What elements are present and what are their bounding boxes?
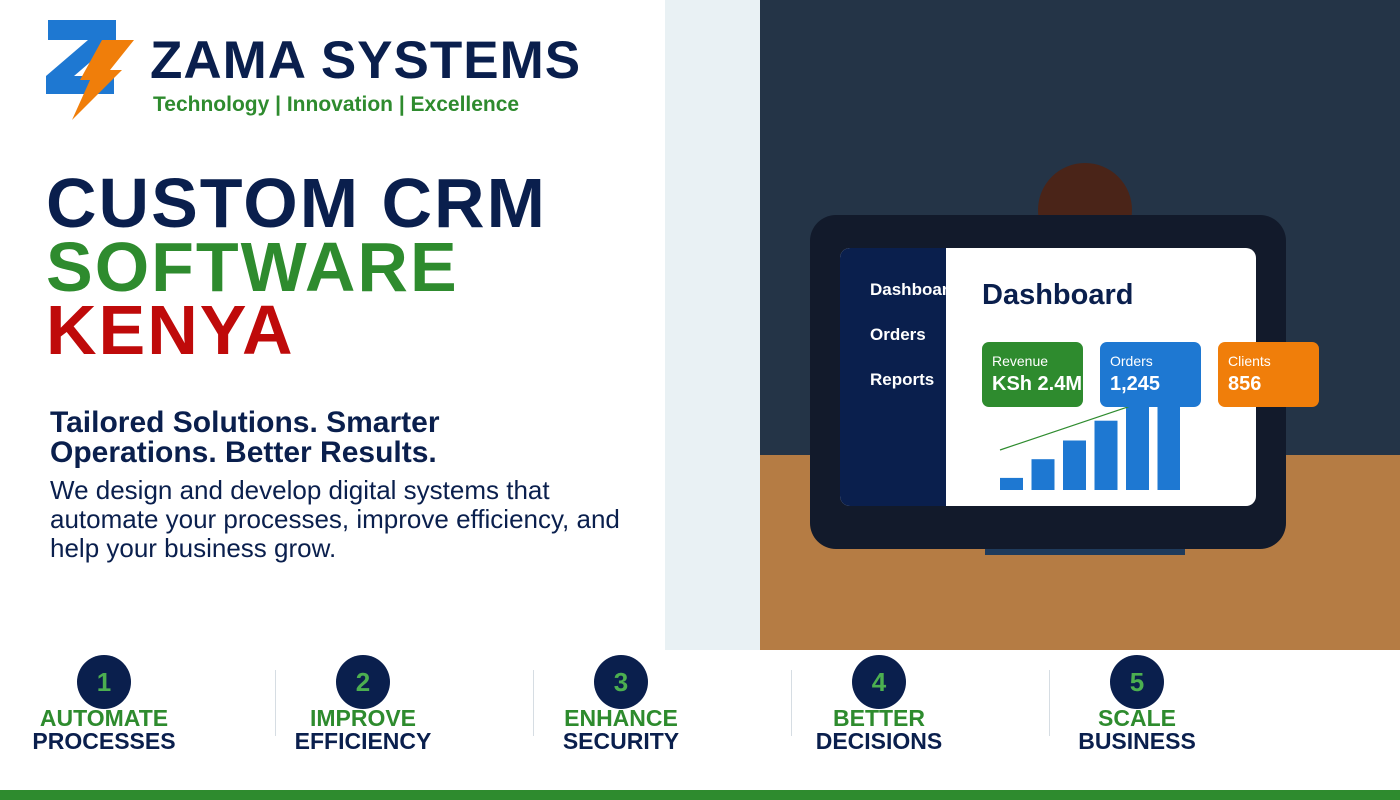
benefit-title: SCALE (1098, 705, 1176, 731)
benefit-divider (275, 670, 276, 736)
benefit-better: 4 BETTER DECISIONS (750, 655, 1008, 755)
benefit-number: 3 (594, 655, 648, 709)
sidebar-item-reports[interactable]: Reports (870, 370, 935, 389)
benefit-subtitle: DECISIONS (815, 728, 943, 754)
benefit-subtitle: PROCESSES (32, 728, 176, 754)
benefit-title: AUTOMATE (39, 705, 169, 731)
chart-bar (1094, 420, 1118, 490)
dashboard-bar-chart (999, 380, 1180, 490)
orders-value: 1,245 (1110, 373, 1161, 395)
clients-value: 856 (1228, 373, 1262, 395)
orders-label: Orders (1110, 353, 1153, 369)
chart-bar (1031, 459, 1055, 490)
benefit-divider (1049, 670, 1050, 736)
benefit-scale: 5 SCALE BUSINESS (1008, 655, 1266, 755)
benefit-title: IMPROVE (309, 705, 417, 731)
dashboard-sidebar: Dashboard Orders Reports (840, 248, 959, 506)
sidebar-item-orders[interactable]: Orders (870, 325, 926, 344)
description: We design and develop digital systems th… (50, 475, 620, 564)
subheadline: Tailored Solutions. Smarter Operations. … (50, 406, 440, 469)
chart-bar (1063, 440, 1086, 490)
benefit-improve: 2 IMPROVE EFFICIENCY (234, 655, 492, 755)
revenue-value: KSh 2.4M (992, 373, 1083, 395)
sidebar-item-dashboard[interactable]: Dashboard (870, 280, 959, 299)
zama-logo-icon (46, 20, 134, 120)
benefit-title: ENHANCE (564, 705, 678, 731)
clients-card: Clients 856 (1218, 342, 1319, 407)
chart-bar (1000, 477, 1023, 490)
benefit-automate: 1 AUTOMATE PROCESSES (0, 655, 233, 755)
benefit-number: 1 (77, 655, 131, 709)
benefit-number: 2 (336, 655, 390, 709)
brand-tagline: Technology | Innovation | Excellence (153, 93, 520, 116)
bottom-accent-bar (0, 790, 1400, 800)
headline-line-3: KENYA (46, 291, 295, 369)
revenue-label: Revenue (992, 353, 1049, 369)
benefit-divider (533, 670, 534, 736)
background-strip (665, 0, 760, 650)
benefit-number: 5 (1110, 655, 1164, 709)
chart-bar (1126, 397, 1149, 490)
orders-card: Orders 1,245 (1100, 342, 1201, 407)
clients-label: Clients (1228, 353, 1271, 369)
headline-line-1: CUSTOM CRM (46, 164, 547, 242)
benefit-subtitle: BUSINESS (1078, 728, 1196, 754)
benefit-subtitle: SECURITY (562, 728, 680, 754)
benefit-number: 4 (852, 655, 906, 709)
chart-bar (1157, 380, 1180, 490)
dashboard-title: Dashboard (982, 279, 1134, 311)
brand-name: ZAMA SYSTEMS (150, 31, 582, 90)
headline-line-2: SOFTWARE (46, 228, 459, 306)
benefit-enhance: 3 ENHANCE SECURITY (492, 655, 750, 755)
benefit-title: BETTER (833, 705, 925, 731)
revenue-card: Revenue KSh 2.4M (982, 342, 1083, 407)
benefit-subtitle: EFFICIENCY (294, 728, 432, 754)
benefit-divider (791, 670, 792, 736)
